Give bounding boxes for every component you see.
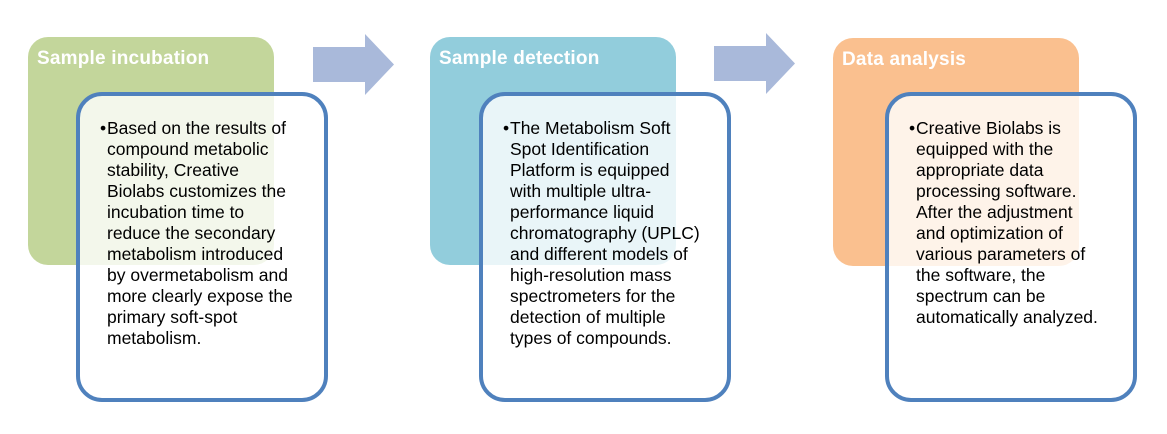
- right-arrow-icon: [714, 33, 795, 94]
- textbox-data-analysis: • Creative Biolabs is equipped with the …: [885, 92, 1137, 402]
- textbox-sample-detection: • The Metabolism Soft Spot Identificatio…: [479, 92, 731, 402]
- bullet-item: • The Metabolism Soft Spot Identificatio…: [503, 118, 721, 349]
- textbox-body-data-analysis: Creative Biolabs is equipped with the ap…: [916, 118, 1098, 327]
- bullet-marker: •: [503, 118, 510, 138]
- panel-title-sample-incubation: Sample incubation: [37, 48, 210, 69]
- bullet-marker: •: [909, 118, 916, 138]
- right-arrow-shape: [714, 33, 795, 94]
- panel-title-sample-detection: Sample detection: [439, 48, 600, 69]
- textbox-body-sample-detection: The Metabolism Soft Spot Identification …: [510, 118, 700, 348]
- bullet-item: • Creative Biolabs is equipped with the …: [909, 118, 1127, 328]
- bullet-item: • Based on the results of compound metab…: [100, 118, 318, 349]
- textbox-body-sample-incubation: Based on the results of compound metabol…: [107, 118, 293, 348]
- right-arrow-icon: [313, 34, 394, 95]
- bullet-marker: •: [100, 118, 107, 138]
- panel-title-data-analysis: Data analysis: [842, 49, 967, 70]
- textbox-sample-incubation: • Based on the results of compound metab…: [76, 92, 328, 402]
- right-arrow-shape: [313, 34, 394, 95]
